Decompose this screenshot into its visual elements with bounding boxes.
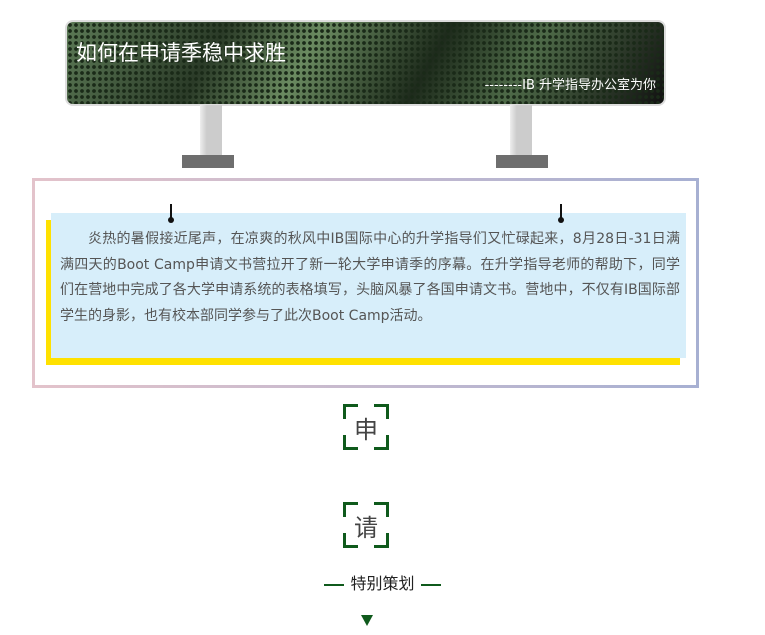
divider — [420, 583, 441, 586]
sign-post-right — [510, 105, 532, 155]
char-label: 请 — [354, 513, 378, 542]
sign-base-left — [182, 155, 234, 168]
special-feature-heading: 特别策划 — [0, 570, 765, 594]
pin-icon — [558, 204, 564, 223]
special-label: 特别策划 — [350, 574, 415, 593]
title-signboard: 如何在申请季稳中求胜 --------IB 升学指导办公室为你 — [65, 20, 666, 106]
bracket-char-shen: 申 — [343, 404, 389, 450]
char-label: 申 — [354, 415, 378, 444]
pin-icon — [168, 204, 174, 223]
article-panel — [51, 213, 686, 358]
sign-post-left — [200, 105, 222, 155]
article-paragraph: 炎热的暑假接近尾声，在凉爽的秋风中IB国际中心的升学指导们又忙碌起来，8月28日… — [60, 231, 680, 324]
page-title: 如何在申请季稳中求胜 — [76, 41, 286, 65]
divider — [324, 583, 345, 586]
sign-base-right — [496, 155, 548, 168]
bracket-char-qing: 请 — [343, 502, 389, 548]
triangle-down-icon — [361, 615, 373, 626]
sign-subtitle: --------IB 升学指导办公室为你 — [484, 78, 656, 93]
